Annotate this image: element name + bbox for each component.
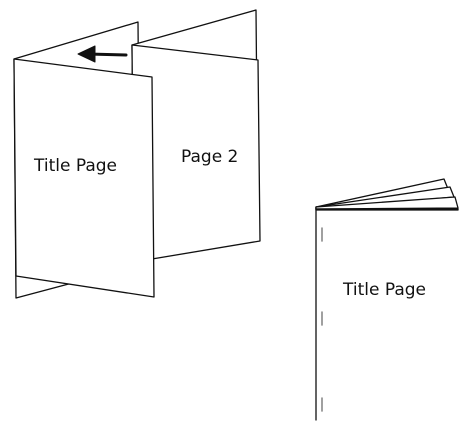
stapled-page-2 [315,196,459,210]
stapled-cover [315,208,459,211]
title-page-panel [13,58,155,298]
page-two-label: Page 2 [181,147,238,167]
title-page-label: Title Page [33,156,117,176]
stapled-booklet [315,178,459,421]
folded-booklet [13,9,261,299]
stapled-title-page-label: Title Page [342,280,426,300]
left-arrow-icon [77,45,128,63]
